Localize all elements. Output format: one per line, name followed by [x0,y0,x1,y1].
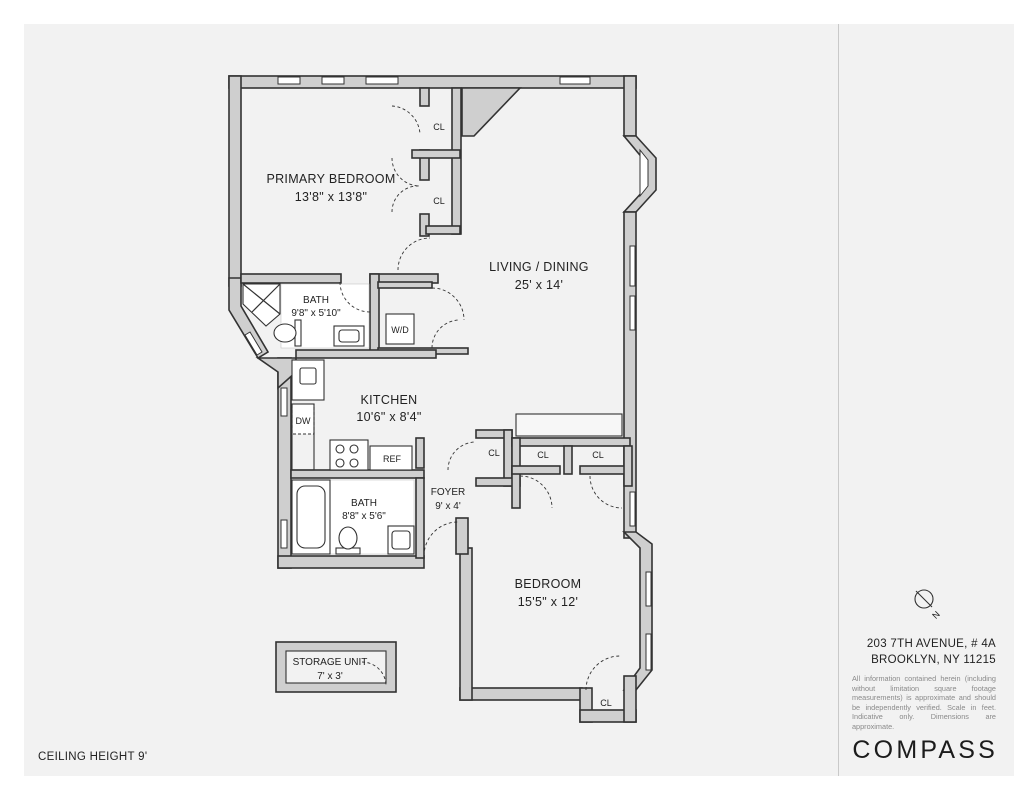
closet-label: CL [600,698,612,708]
primary-bedroom-dims: 13'8" x 13'8" [295,190,367,204]
foyer-dims: 9' x 4' [435,501,461,512]
refrigerator-label: REF [383,454,402,464]
brand-logo: COMPASS [852,736,998,764]
closet-label: CL [488,448,500,458]
address-line-1: 203 7TH AVENUE, # 4A [866,638,996,650]
fixtures [242,283,623,555]
washer-dryer-label: W/D [391,325,409,335]
closet-label: CL [433,122,445,132]
door-swings [339,105,623,691]
kitchen-dims: 10'6" x 8'4" [356,410,421,424]
dishwasher-label: DW [296,416,311,426]
bedroom-name: BEDROOM [515,577,582,591]
bath-2-name: BATH [351,498,377,509]
disclaimer-text: All information contained herein (includ… [852,674,996,731]
sidebar-divider [838,24,839,776]
bath-1-dims: 9'8" x 5'10" [291,308,341,319]
bedroom-dims: 15'5" x 12' [518,595,578,609]
ceiling-height: CEILING HEIGHT 9' [38,751,148,763]
interior-walls [240,87,633,693]
north-label: N [930,609,942,621]
windows [244,76,652,671]
foyer-name: FOYER [431,487,465,498]
address-block: 203 7TH AVENUE, # 4A BROOKLYN, NY 11215 [852,636,996,668]
closet-label: CL [433,196,445,206]
bath-1-name: BATH [303,295,329,306]
plan-sheet [24,24,1014,776]
address-line-2: BROOKLYN, NY 11215 [871,654,996,666]
compass-icon: N [914,589,942,621]
living-dining-dims: 25' x 14' [515,278,563,292]
bath-2-dims: 8'8" x 5'6" [342,511,386,522]
closet-label: CL [592,450,604,460]
storage-unit-dims: 7' x 3' [317,671,343,682]
storage-unit-name: STORAGE UNIT [293,657,368,668]
kitchen-name: KITCHEN [361,393,418,407]
closet-label: CL [537,450,549,460]
living-dining-name: LIVING / DINING [489,260,589,274]
primary-bedroom-name: PRIMARY BEDROOM [266,172,395,186]
